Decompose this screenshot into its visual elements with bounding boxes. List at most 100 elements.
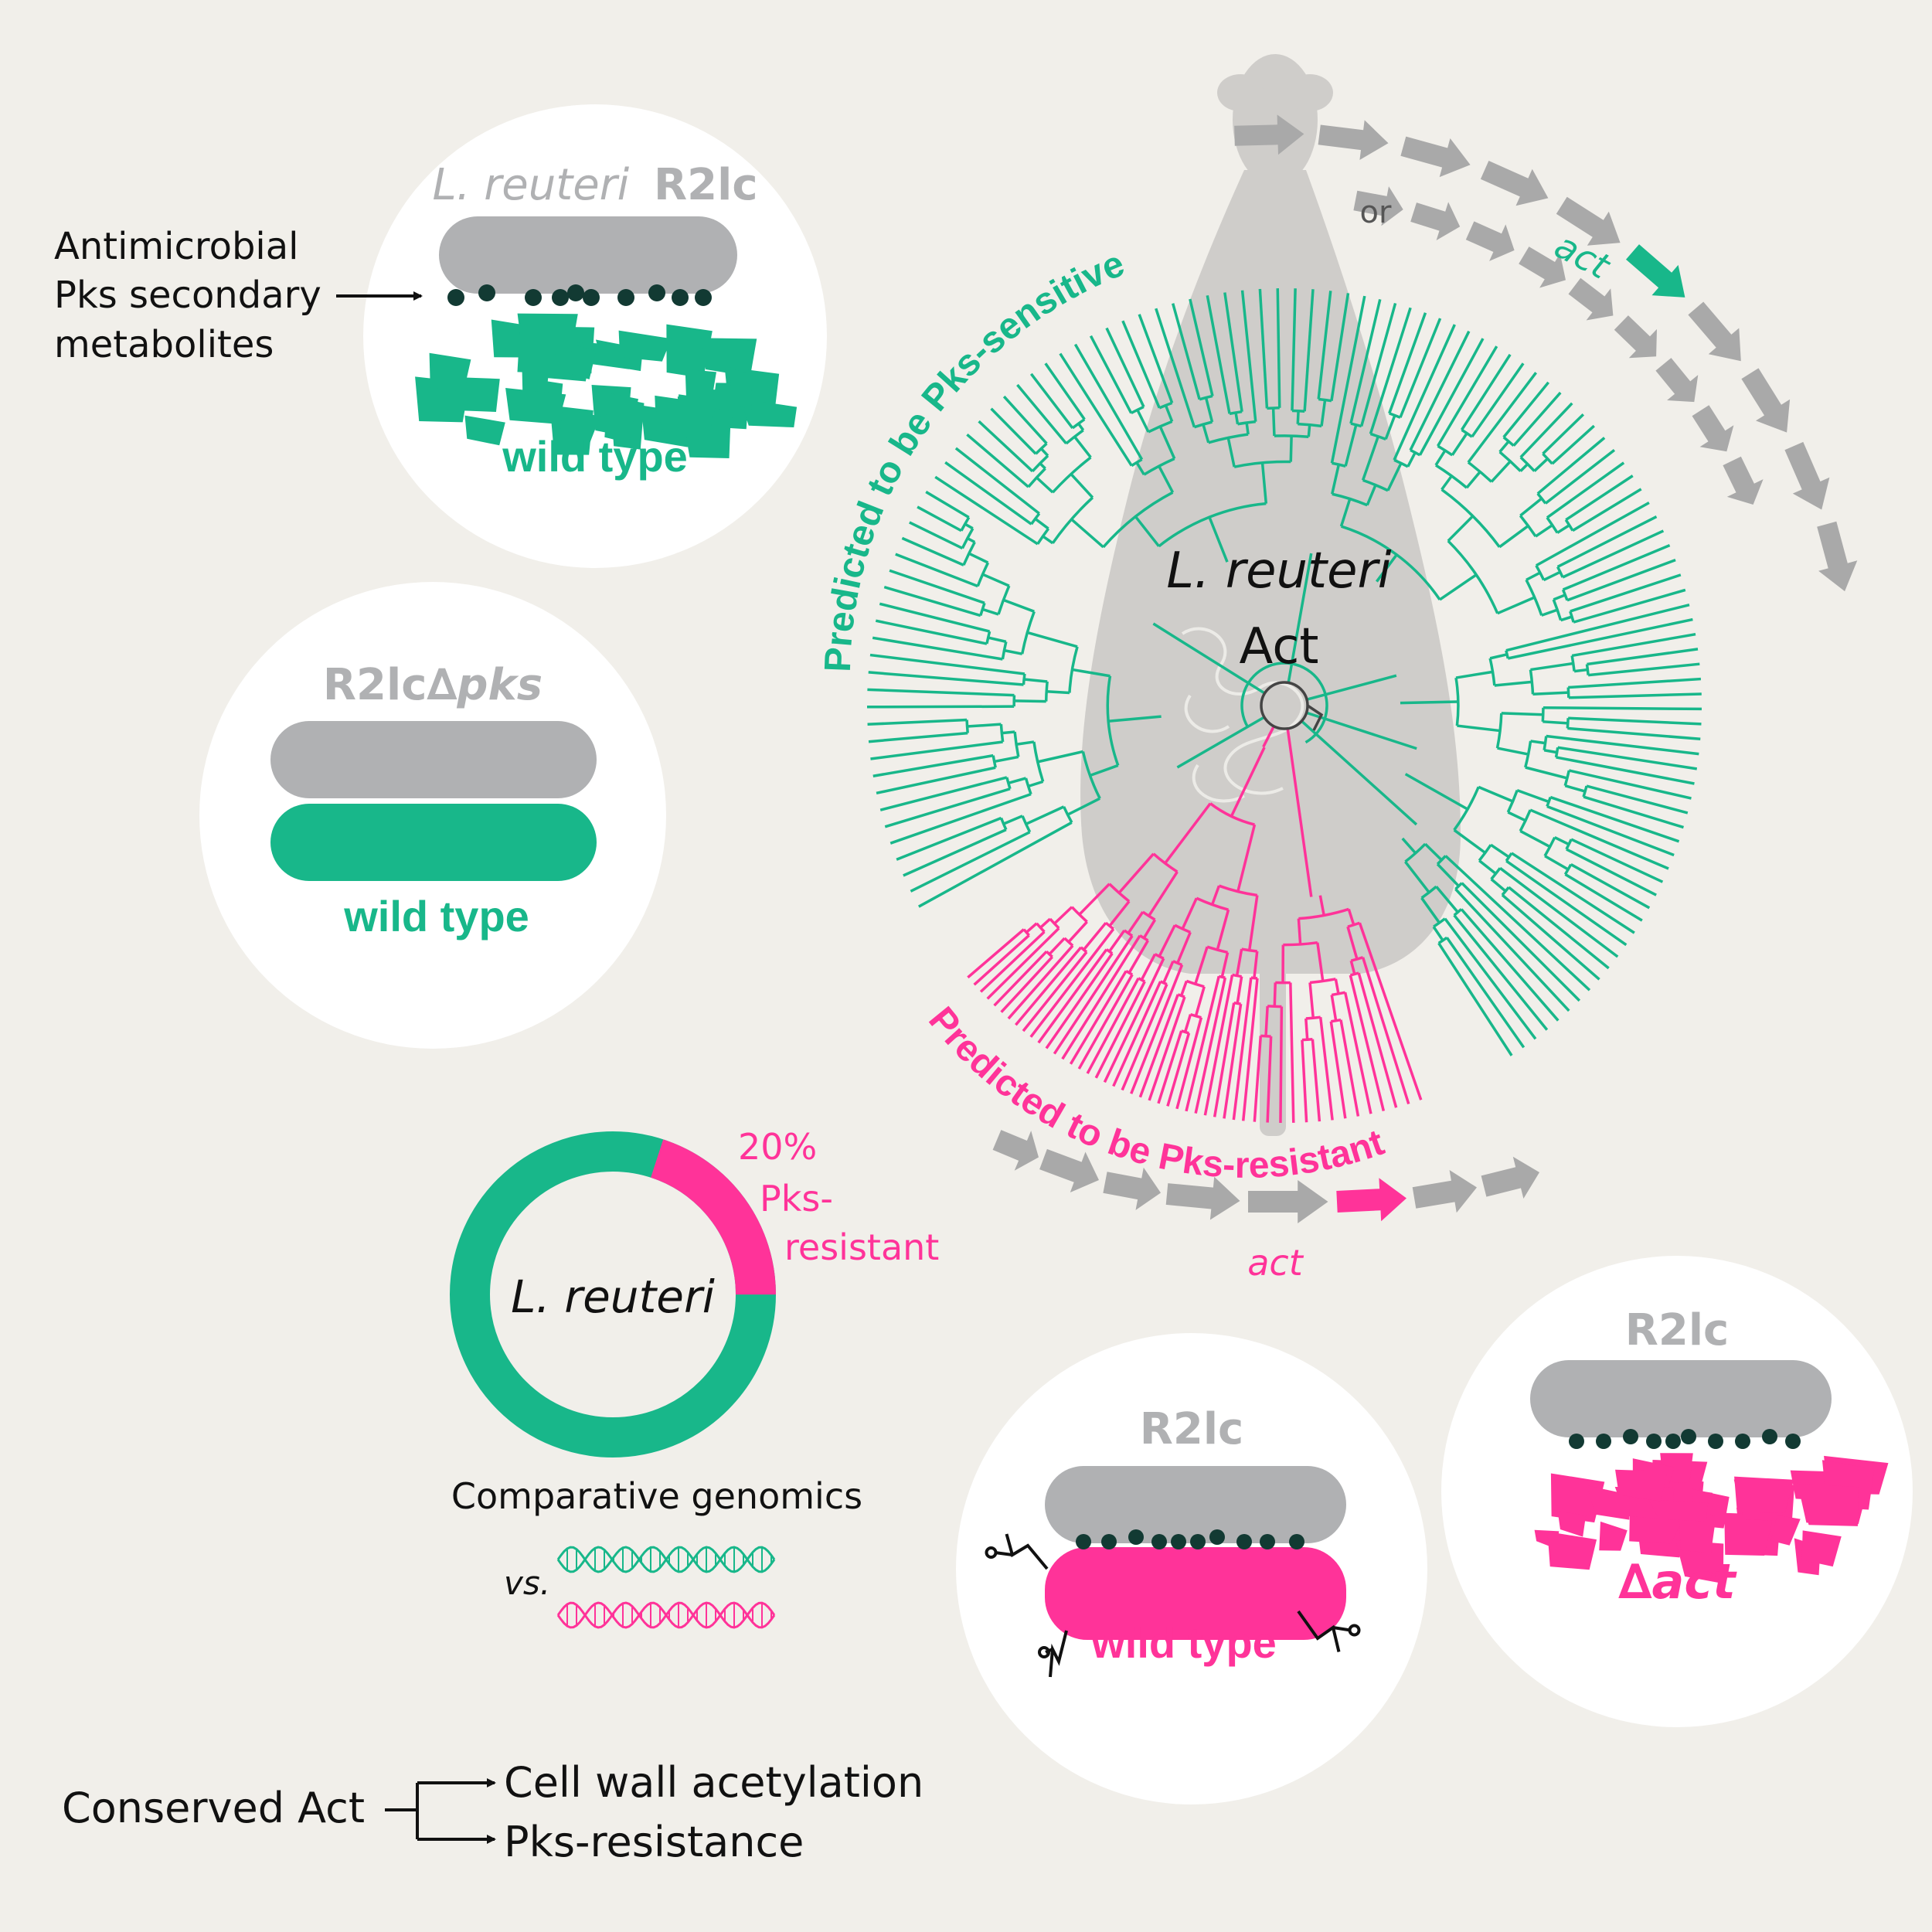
tree-leaf-branch bbox=[1015, 946, 1083, 1026]
oxygen-atom bbox=[985, 1546, 998, 1559]
antimicrobial-annotation: Antimicrobial Pks secondary metabolites bbox=[54, 225, 423, 366]
gene-arrow bbox=[1568, 277, 1614, 321]
strain-species: L. reuteri bbox=[432, 160, 629, 210]
tree-leaf-branch bbox=[1499, 866, 1619, 958]
tree-stem bbox=[968, 552, 989, 564]
tree-leaf-branch bbox=[1121, 320, 1161, 409]
tree-leaf-branch bbox=[1266, 1036, 1273, 1123]
gene-arrow bbox=[1723, 456, 1764, 505]
tree-stem bbox=[1320, 400, 1327, 427]
cell-fragment bbox=[1724, 1512, 1774, 1556]
phylogeny-section: L. reuteri Act Predicted to be Pks-sensi… bbox=[818, 54, 1858, 1284]
tree-internal-arc bbox=[1349, 971, 1359, 977]
tree-leaf-branch bbox=[1454, 888, 1570, 1012]
tree-leaf-branch bbox=[1507, 617, 1693, 660]
tree-leaf-branch bbox=[1567, 726, 1701, 740]
tree-internal-arc bbox=[1199, 394, 1213, 401]
tree-leaf-branch bbox=[1157, 1030, 1183, 1104]
tree-leaf-branch bbox=[1501, 893, 1600, 981]
cell-fragment bbox=[1550, 1473, 1605, 1523]
tree-root-branch bbox=[1301, 719, 1418, 826]
tree-stem bbox=[1002, 730, 1015, 735]
tree-internal-arc bbox=[1369, 432, 1386, 440]
tree-leaf-branch bbox=[966, 433, 1029, 488]
tree-stem bbox=[1089, 764, 1119, 777]
tree-internal-arc bbox=[1561, 589, 1569, 601]
tree-stem bbox=[1498, 525, 1529, 549]
tree-stem bbox=[1526, 571, 1541, 581]
tree-leaf-branch bbox=[872, 753, 994, 777]
tree-stem bbox=[1564, 784, 1586, 793]
tree-leaf-branch bbox=[1505, 859, 1628, 947]
conclusion-bracket bbox=[385, 1783, 419, 1839]
tree-leaf-branch bbox=[993, 950, 1048, 1007]
tree-leaf-branch bbox=[1502, 381, 1550, 438]
tree-leaf-branch bbox=[869, 653, 1026, 675]
tree-stem bbox=[1181, 897, 1198, 930]
tree-stem bbox=[1014, 699, 1046, 703]
tree-stem bbox=[1494, 680, 1532, 687]
tree-stem bbox=[1037, 750, 1083, 764]
panel3-strain-title: R2lc bbox=[1140, 1404, 1243, 1454]
tree-stem bbox=[1179, 980, 1189, 997]
tree-stem bbox=[1386, 462, 1403, 492]
tree-leaf-branch bbox=[903, 828, 1007, 877]
tree-stem bbox=[1404, 860, 1430, 893]
tree-leaf-branch bbox=[1105, 327, 1145, 408]
sensitive-clade-branches bbox=[866, 288, 1702, 1056]
tree-leaf-branch bbox=[1185, 975, 1220, 1112]
delta-symbol: ∆ bbox=[427, 660, 457, 710]
tree-root-stub bbox=[1307, 704, 1324, 731]
tree-stem bbox=[1053, 906, 1073, 925]
tree-stem bbox=[1308, 982, 1315, 1019]
tree-center-species: L. reuteri bbox=[1166, 543, 1391, 600]
conclusion-out1: Cell wall acetylation bbox=[504, 1758, 923, 1807]
method-label: Comparative genomics bbox=[451, 1475, 862, 1517]
tree-stem bbox=[1349, 960, 1356, 975]
tree-stem bbox=[1264, 1005, 1269, 1036]
cell-fragment bbox=[1587, 1485, 1630, 1520]
tree-stem bbox=[1028, 780, 1044, 788]
tree-leaf-branch bbox=[1349, 975, 1386, 1111]
tree-leaf-branch bbox=[1460, 353, 1512, 431]
tree-leaf-branch bbox=[1546, 804, 1675, 857]
tree-stem bbox=[1002, 815, 1023, 825]
tree-leaf-branch bbox=[1175, 1017, 1203, 1110]
tree-stem bbox=[1519, 829, 1551, 849]
donut-percent: 20% bbox=[738, 1126, 817, 1168]
cell-fragment bbox=[1675, 1539, 1724, 1584]
donut-chart bbox=[450, 1131, 776, 1458]
metabolite-dot bbox=[525, 289, 542, 306]
tree-stem bbox=[1260, 462, 1268, 504]
tree-stem bbox=[1519, 463, 1529, 472]
tree-stem bbox=[1026, 631, 1078, 648]
tree-stem bbox=[1361, 436, 1379, 481]
gene-arrow bbox=[1400, 136, 1471, 178]
tree-stem bbox=[1136, 409, 1150, 433]
tree-internal-arc bbox=[1181, 1029, 1189, 1035]
tree-leaf-branch bbox=[1000, 956, 1053, 1013]
tree-stem bbox=[1451, 432, 1468, 456]
tree-internal-arc bbox=[997, 585, 1011, 615]
panel-r2lc-wildtype-sensitive: L. reuteri R2lc wild type bbox=[363, 104, 827, 568]
dna-helix-icon bbox=[556, 1601, 776, 1629]
tree-leaf-branch bbox=[1437, 942, 1513, 1056]
tree-stem bbox=[1478, 785, 1514, 803]
tree-stem bbox=[1297, 918, 1302, 945]
gene-arrow bbox=[992, 1130, 1039, 1171]
cell-fragment bbox=[505, 388, 566, 424]
intestine-outline bbox=[1181, 627, 1304, 803]
tree-leaf-branch bbox=[1301, 1039, 1308, 1123]
tree-leaf-branch bbox=[866, 705, 1015, 709]
tree-stem bbox=[1108, 929, 1126, 953]
tree-stem bbox=[1516, 788, 1549, 804]
tree-stem bbox=[1072, 668, 1111, 678]
tree-leaf-branch bbox=[1562, 544, 1671, 591]
tree-internal-arc bbox=[1331, 1018, 1342, 1023]
tree-leaf-branch bbox=[889, 792, 1032, 845]
cell-fragment bbox=[1629, 1512, 1682, 1544]
tree-stem bbox=[1553, 594, 1566, 601]
tree-internal-arc bbox=[999, 724, 1005, 743]
cell-fragment bbox=[618, 330, 672, 362]
tree-leaf-branch bbox=[1529, 808, 1669, 870]
